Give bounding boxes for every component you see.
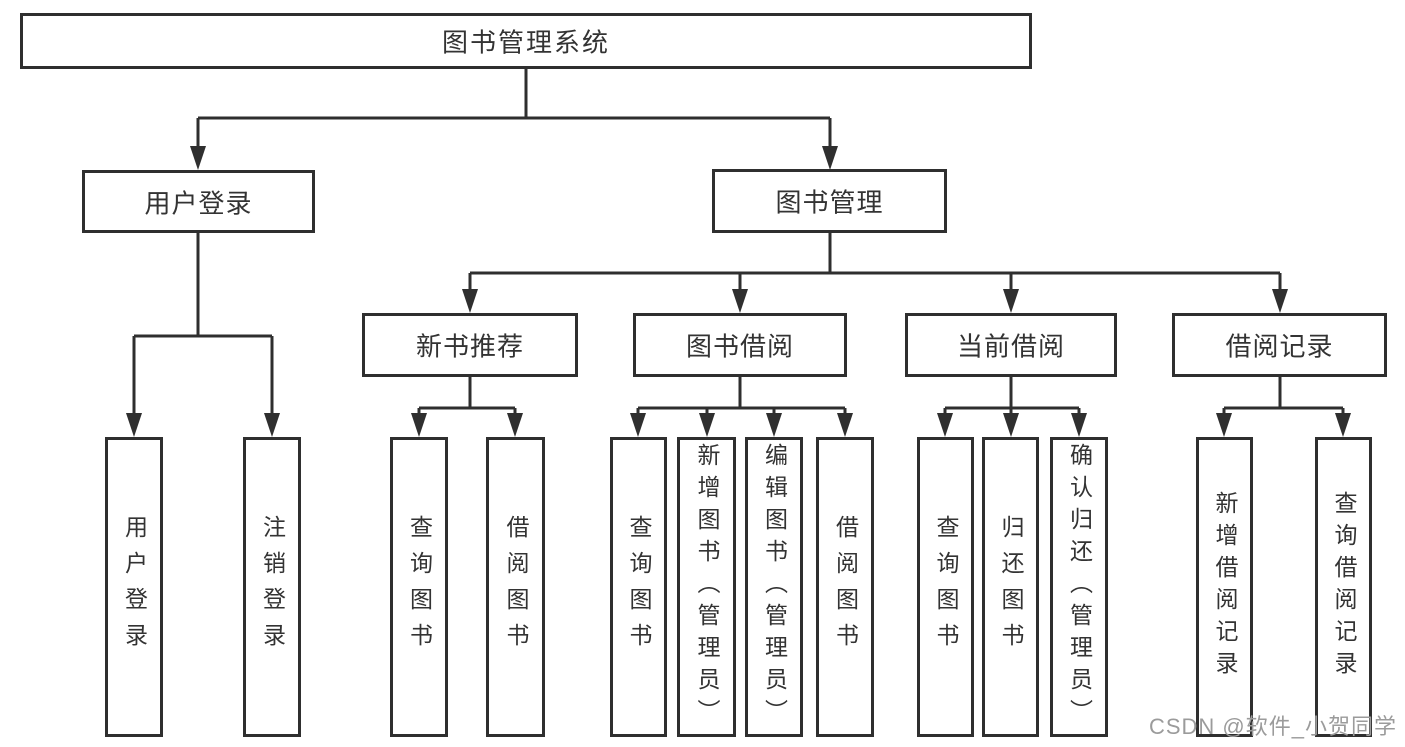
connector-bookmgmt-to-level3 [462, 233, 1288, 313]
node-borrow-record-label: 借阅记录 [1225, 331, 1334, 362]
node-new-book-recommend-label: 新书推荐 [415, 331, 525, 362]
node-borrow-record: 借阅记录 [1172, 313, 1387, 377]
leaf-borrow-book-newrec: 借阅图书 [486, 437, 545, 737]
leaf-edit-book-admin: 编辑图书（管理员） [745, 437, 803, 737]
connector-current-to-leaves [937, 377, 1087, 437]
leaf-return-book: 归还图书 [982, 437, 1039, 737]
leaf-confirm-return-admin: 确认归还（管理员） [1050, 437, 1108, 737]
leaf-query-book-newrec: 查询图书 [390, 437, 448, 737]
node-root-label: 图书管理系统 [441, 27, 611, 58]
connector-record-to-leaves [1216, 377, 1351, 437]
node-book-management: 图书管理 [712, 169, 947, 233]
leaf-user-login: 用户登录 [105, 437, 163, 737]
node-root: 图书管理系统 [20, 13, 1032, 69]
node-current-borrow: 当前借阅 [905, 313, 1117, 377]
leaf-query-borrow-record-label: 查询借阅记录 [1331, 491, 1357, 683]
node-user-login-label: 用户登录 [144, 188, 253, 218]
leaf-query-book-current-label: 查询图书 [933, 515, 959, 659]
leaf-logout: 注销登录 [243, 437, 301, 737]
leaf-add-book-admin: 新增图书（管理员） [677, 437, 736, 737]
leaf-borrow-book: 借阅图书 [816, 437, 874, 737]
node-current-borrow-label: 当前借阅 [956, 331, 1066, 362]
leaf-edit-book-admin-label: 编辑图书（管理员） [761, 443, 788, 731]
leaf-user-login-label: 用户登录 [121, 515, 148, 659]
connector-root-to-level2 [190, 69, 838, 170]
leaf-return-book-label: 归还图书 [998, 515, 1024, 659]
connector-newbook-to-leaves [411, 377, 523, 437]
leaf-query-book-borrow: 查询图书 [610, 437, 667, 737]
connector-userlogin-to-leaves [126, 233, 280, 437]
csdn-watermark: CSDN @软件_小贺同学 [1148, 714, 1397, 739]
leaf-query-book-newrec-label: 查询图书 [406, 515, 433, 659]
node-book-management-label: 图书管理 [775, 187, 884, 218]
leaf-borrow-book-label: 借阅图书 [832, 515, 859, 659]
leaf-add-book-admin-label: 新增图书（管理员） [694, 443, 720, 731]
leaf-logout-label: 注销登录 [259, 515, 286, 659]
node-new-book-recommend: 新书推荐 [362, 313, 578, 377]
leaf-add-borrow-record-label: 新增借阅记录 [1212, 491, 1238, 683]
leaf-query-book-borrow-label: 查询图书 [626, 515, 652, 659]
leaf-query-book-current: 查询图书 [917, 437, 974, 737]
node-book-borrow-label: 图书借阅 [685, 331, 795, 362]
leaf-borrow-book-newrec-label: 借阅图书 [503, 515, 529, 659]
leaf-add-borrow-record: 新增借阅记录 [1196, 437, 1253, 737]
node-user-login: 用户登录 [82, 170, 315, 233]
leaf-query-borrow-record: 查询借阅记录 [1315, 437, 1372, 737]
node-book-borrow: 图书借阅 [633, 313, 847, 377]
connector-borrow-to-leaves [630, 377, 853, 437]
leaf-confirm-return-admin-label: 确认归还（管理员） [1066, 443, 1093, 731]
